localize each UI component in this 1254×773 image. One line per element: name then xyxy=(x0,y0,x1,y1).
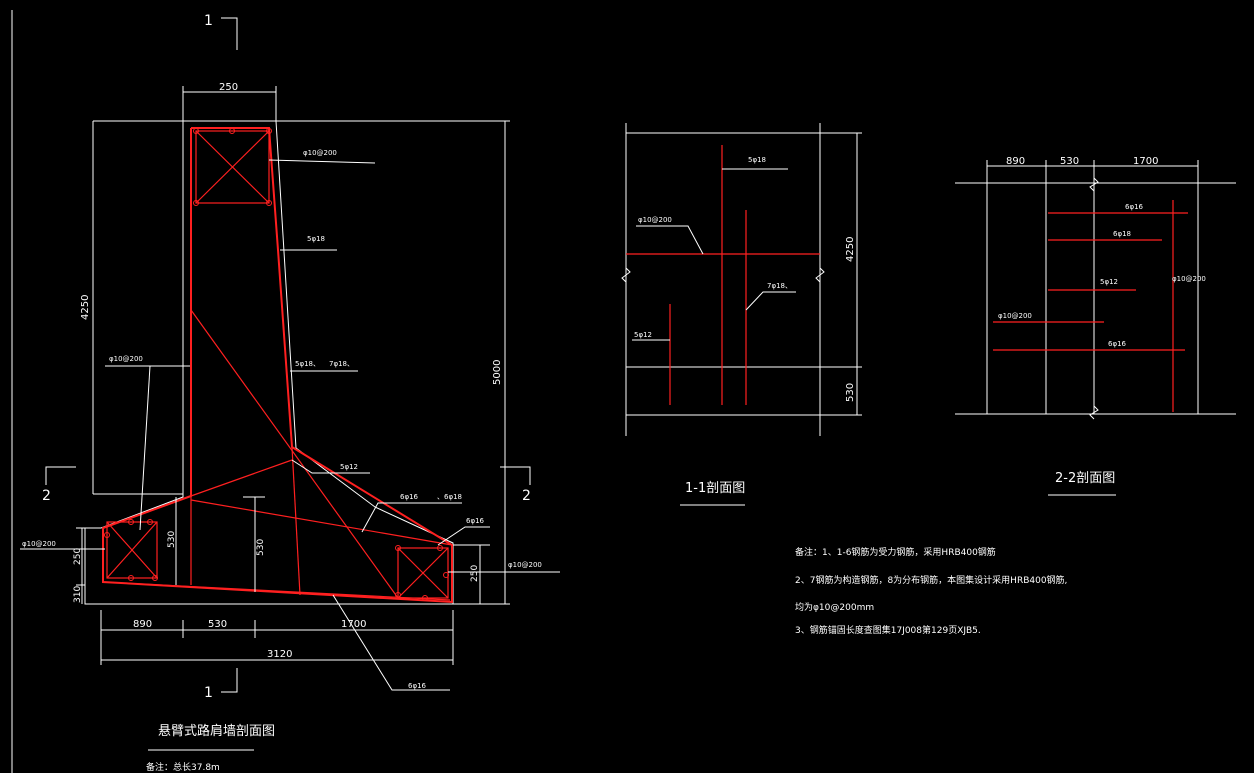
section-mark-label: 1 xyxy=(204,13,213,29)
dim-value: 1700 xyxy=(341,619,366,630)
note-line: 2、7钢筋为构造钢筋，8为分布钢筋，本图集设计采用HRB400钢筋, xyxy=(795,574,1067,586)
dim-value: 530 xyxy=(845,383,856,402)
stem-rebar-cage xyxy=(102,127,453,604)
dim-value: 250 xyxy=(219,82,238,93)
dim-value: 3120 xyxy=(267,649,292,660)
main-section-note: 备注：总长37.8m xyxy=(146,761,220,773)
dim-value: 310 xyxy=(73,586,83,603)
section-mark-2-right: 2 xyxy=(500,466,531,504)
section-1-1-title: 1-1剖面图 xyxy=(685,481,745,496)
toe-stirrup xyxy=(104,519,158,581)
note-line: 3、钢筋锚固长度查图集17J008第129页XJB5. xyxy=(795,624,981,636)
stem-top-stirrup xyxy=(193,128,272,206)
section-mark-label: 2 xyxy=(42,488,51,504)
dim-value: 530 xyxy=(167,531,177,548)
section-mark-label: 2 xyxy=(522,488,531,504)
section-2-2: 890 530 1700 6φ16 6φ18 5φ12 φ10@200 6φ16… xyxy=(955,156,1236,496)
rebar-label: φ10@200 xyxy=(638,216,672,224)
rebar-label: 7φ18、 xyxy=(767,282,792,290)
heel-stirrup xyxy=(395,545,449,601)
design-notes: 备注：1、1-6钢筋为受力钢筋，采用HRB400钢筋 2、7钢筋为构造钢筋，8为… xyxy=(795,546,1067,636)
rebar-label: φ10@200 xyxy=(1172,275,1206,283)
section-mark-1-top: 1 xyxy=(204,13,238,50)
rebar-label: 5φ18 xyxy=(748,156,766,164)
rebar-leaders: φ10@200 5φ18 5φ18、 7φ18、 φ10@200 5φ12 6φ… xyxy=(20,149,560,691)
rebar-label: 6φ16 xyxy=(408,682,427,690)
dim-value: 4250 xyxy=(845,237,856,262)
rebar-label: φ10@200 xyxy=(22,540,56,548)
section-mark-label: 1 xyxy=(204,685,213,701)
dim-bottom-total: 3120 xyxy=(101,649,453,661)
dim-toe-left: 250 310 xyxy=(73,527,101,604)
dim-value: 250 xyxy=(470,565,480,582)
dim-bottom-segments: 890 530 1700 xyxy=(100,610,454,665)
rebar-label: 6φ16 xyxy=(1108,340,1127,348)
rebar-label: φ10@200 xyxy=(303,149,337,157)
dim-value: 4250 xyxy=(80,295,91,320)
rebar-label: φ10@200 xyxy=(109,355,143,363)
rebar-label: 5φ18 xyxy=(307,235,325,243)
rebar-label: 6φ16 xyxy=(400,493,419,501)
dim-value: 890 xyxy=(1006,156,1025,167)
rebar-label: 6φ18 xyxy=(1113,230,1131,238)
rebar-label: 7φ18、 xyxy=(329,360,354,368)
section-1-1: 4250 530 5φ18 φ10@200 7φ18、 5φ12 1-1剖面图 xyxy=(621,123,862,506)
note-line: 均为φ10@200mm xyxy=(795,601,874,613)
rebar-label: 6φ16 xyxy=(466,517,485,525)
rebar-label: 5φ12 xyxy=(340,463,358,471)
rebar-label: 5φ12 xyxy=(634,331,652,339)
dim-height-left: 4250 xyxy=(80,120,183,495)
main-wall-section: 1 1 2 2 xyxy=(20,13,560,773)
rebar-label: 、6φ18 xyxy=(437,493,462,501)
dim-value: 5000 xyxy=(492,360,503,385)
dim-value: 1700 xyxy=(1133,156,1158,167)
dim-value: 530 xyxy=(256,539,266,556)
dim-value: 250 xyxy=(73,548,83,565)
dim-value: 530 xyxy=(208,619,227,630)
section-mark-2-left: 2 xyxy=(42,466,76,504)
dim-height-right: 5000 xyxy=(276,120,510,605)
section-2-2-title: 2-2剖面图 xyxy=(1055,471,1115,486)
dim-inner-530: 530 530 xyxy=(167,496,266,592)
note-line: 备注：1、1-6钢筋为受力钢筋，采用HRB400钢筋 xyxy=(795,546,996,558)
rebar-label: φ10@200 xyxy=(998,312,1032,320)
rebar-label: 5φ18、 xyxy=(295,360,320,368)
dim-value: 890 xyxy=(133,619,152,630)
dim-top-width: 250 xyxy=(182,82,277,121)
rebar-label: 6φ16 xyxy=(1125,203,1144,211)
dim-value: 530 xyxy=(1060,156,1079,167)
rebar-label: φ10@200 xyxy=(508,561,542,569)
section-mark-1-bottom: 1 xyxy=(204,668,238,701)
rebar-label: 5φ12 xyxy=(1100,278,1118,286)
main-section-title: 悬臂式路肩墙剖面图 xyxy=(158,723,275,739)
dim-heel-right: 250 xyxy=(453,544,490,604)
